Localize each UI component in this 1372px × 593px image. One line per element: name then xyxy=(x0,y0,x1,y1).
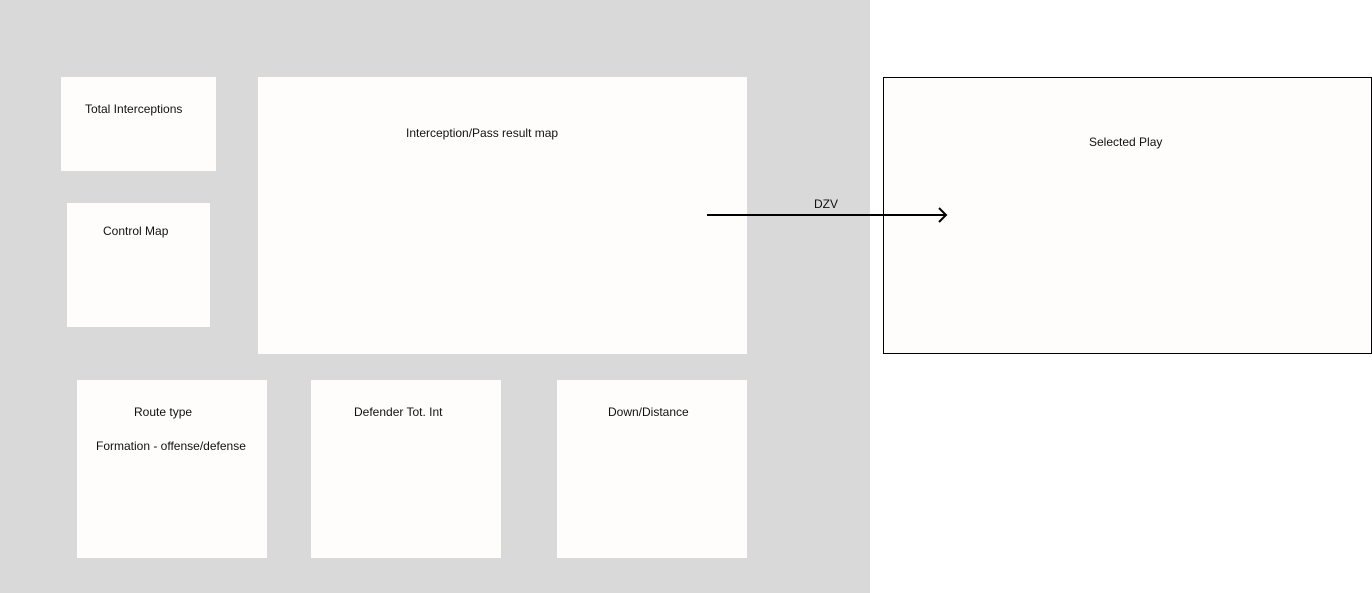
total-interceptions-panel: Total Interceptions xyxy=(61,77,216,171)
panel-title: Route type xyxy=(134,405,193,419)
panel-title: Defender Tot. Int xyxy=(354,405,443,419)
panel-title: Selected Play xyxy=(1089,135,1163,149)
control-map-panel: Control Map xyxy=(67,203,210,327)
pass-result-map-panel: Interception/Pass result map xyxy=(258,77,747,354)
defender-tot-int-panel: Defender Tot. Int xyxy=(311,380,501,558)
panel-title: Total Interceptions xyxy=(85,102,183,116)
route-type-panel: Route type Formation - offense/defense xyxy=(77,380,267,558)
arrow-label: DZV xyxy=(814,197,838,211)
down-distance-panel: Down/Distance xyxy=(557,380,747,558)
panel-title: Control Map xyxy=(103,224,169,238)
panel-title: Interception/Pass result map xyxy=(406,126,559,140)
dashboard-canvas: Total Interceptions Control Map Intercep… xyxy=(0,0,870,593)
selected-play-panel: Selected Play xyxy=(883,77,1372,354)
panel-title: Down/Distance xyxy=(608,405,689,419)
panel-subtitle: Formation - offense/defense xyxy=(96,439,246,453)
